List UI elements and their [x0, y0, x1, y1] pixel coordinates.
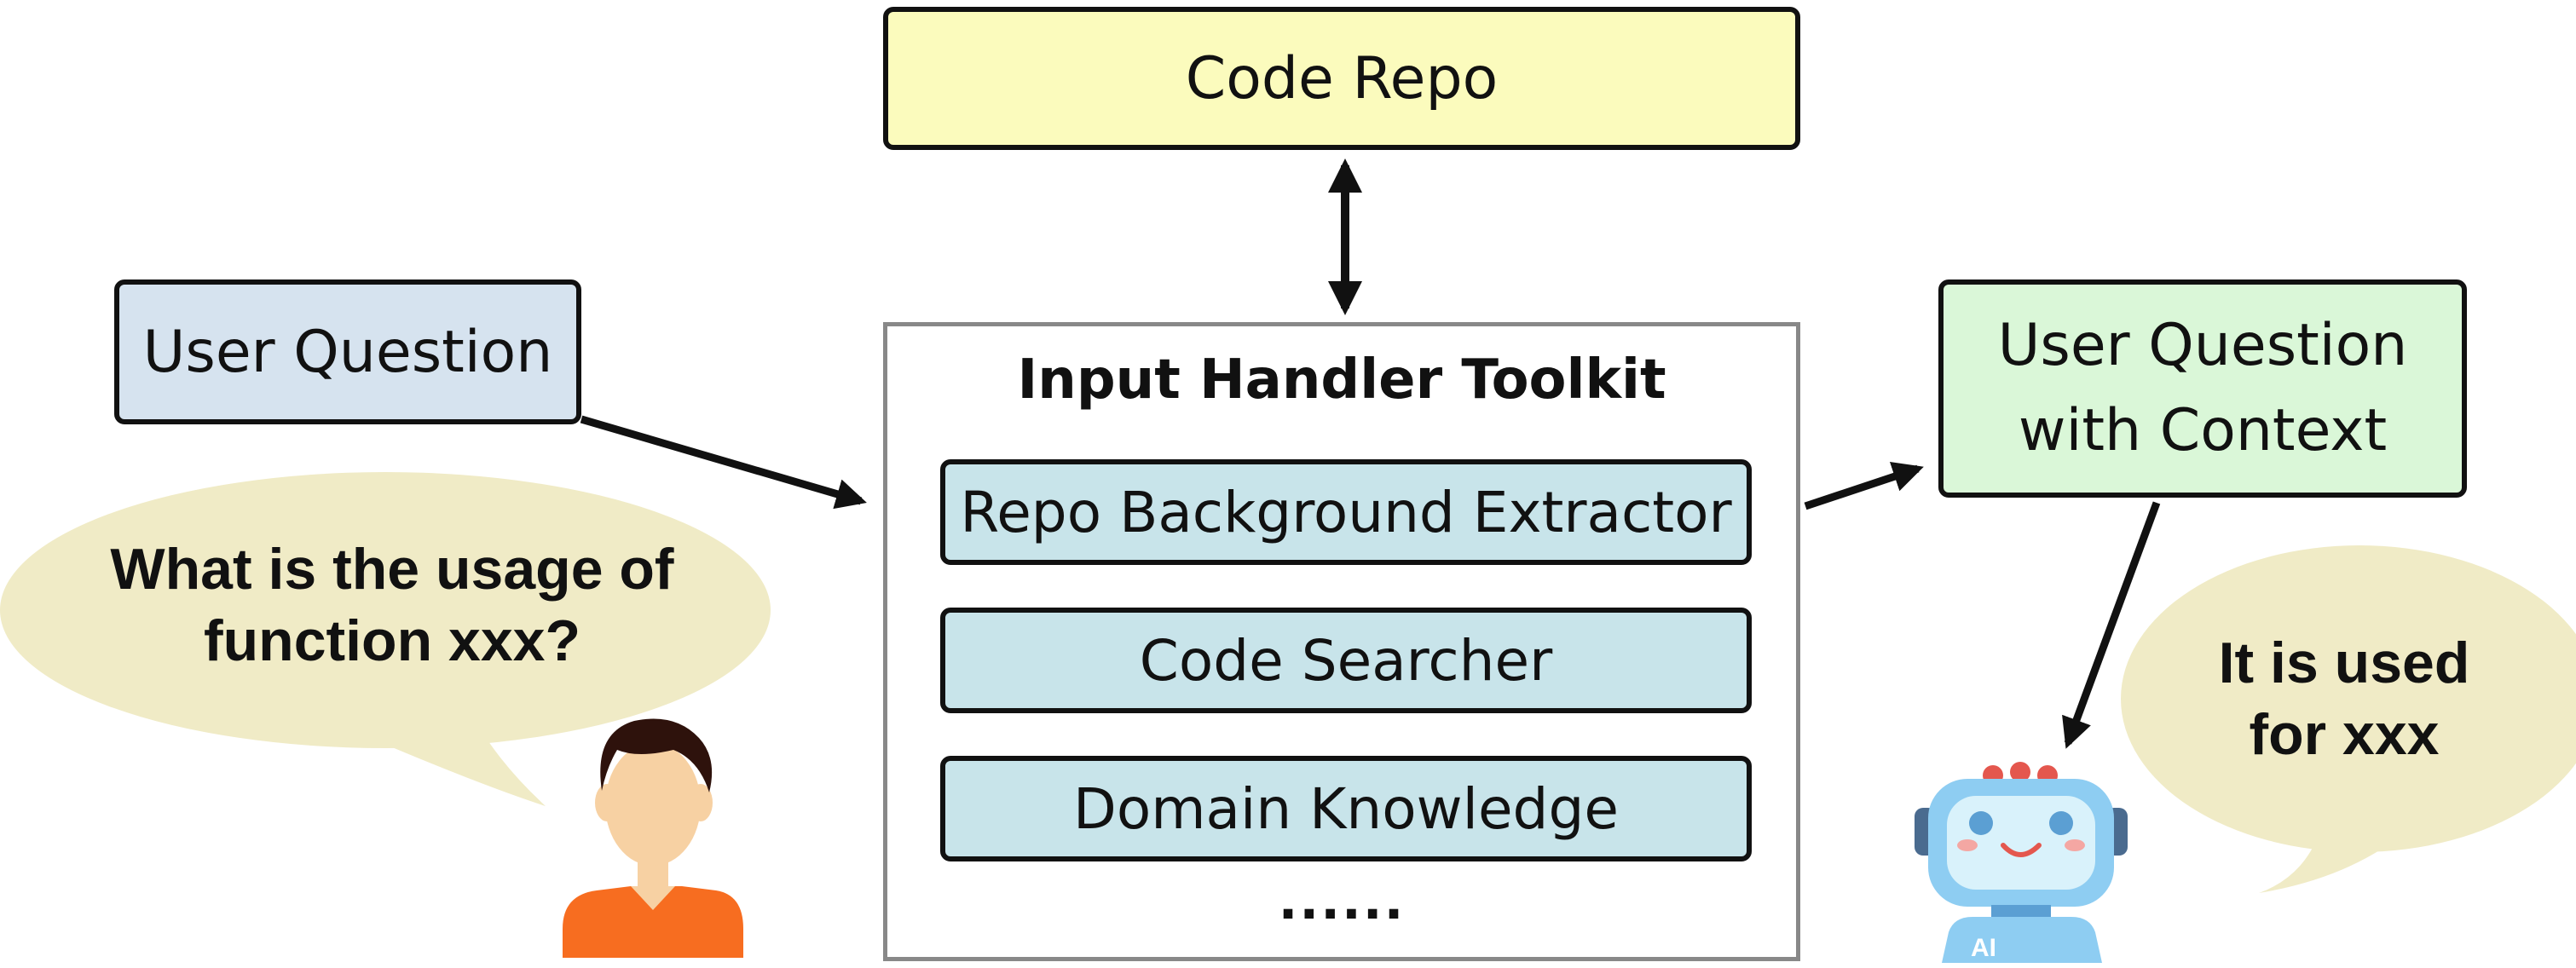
- bot-speech-bubble: [2121, 545, 2576, 893]
- user-question-box: User Question: [114, 279, 581, 424]
- arrow-toolkit-to-context: [1804, 462, 1924, 510]
- robot-icon: AI: [1915, 762, 2128, 963]
- toolkit-title: Input Handler Toolkit: [1017, 349, 1666, 412]
- bot-bubble-line1: It is used: [2218, 631, 2470, 695]
- person-icon: [563, 718, 743, 958]
- arrow-question-to-toolkit: [580, 415, 867, 510]
- context-label-line1: User Question: [1997, 312, 2408, 379]
- code-repo-box: Code Repo: [883, 7, 1800, 150]
- more-tools-ellipsis: ......: [1278, 872, 1406, 931]
- robot-ai-badge: AI: [1971, 934, 1996, 962]
- user-speech-bubble: [0, 472, 771, 806]
- arrow-context-to-robot: [2062, 501, 2161, 749]
- user-bubble-line2: function xxx?: [203, 608, 581, 673]
- tool-domain-knowledge: Domain Knowledge: [940, 756, 1752, 861]
- tool-repo-background-extractor: Repo Background Extractor: [940, 459, 1752, 565]
- tool-label: Domain Knowledge: [1073, 775, 1619, 842]
- bot-bubble-text: It is used for xxx: [2148, 627, 2540, 770]
- bot-bubble-line2: for xxx: [2249, 702, 2440, 767]
- context-label-line2: with Context: [2018, 397, 2388, 464]
- input-handler-toolkit: Input Handler Toolkit Repo Background Ex…: [883, 322, 1800, 961]
- code-repo-label: Code Repo: [1185, 44, 1499, 112]
- tool-label: Code Searcher: [1139, 627, 1553, 694]
- user-question-with-context-box: User Question with Context: [1938, 279, 2467, 498]
- tool-label: Repo Background Extractor: [960, 479, 1732, 545]
- user-bubble-text: What is the usage of function xxx?: [17, 533, 767, 677]
- tool-code-searcher: Code Searcher: [940, 608, 1752, 713]
- user-question-label: User Question: [142, 318, 553, 386]
- user-bubble-line1: What is the usage of: [110, 537, 674, 602]
